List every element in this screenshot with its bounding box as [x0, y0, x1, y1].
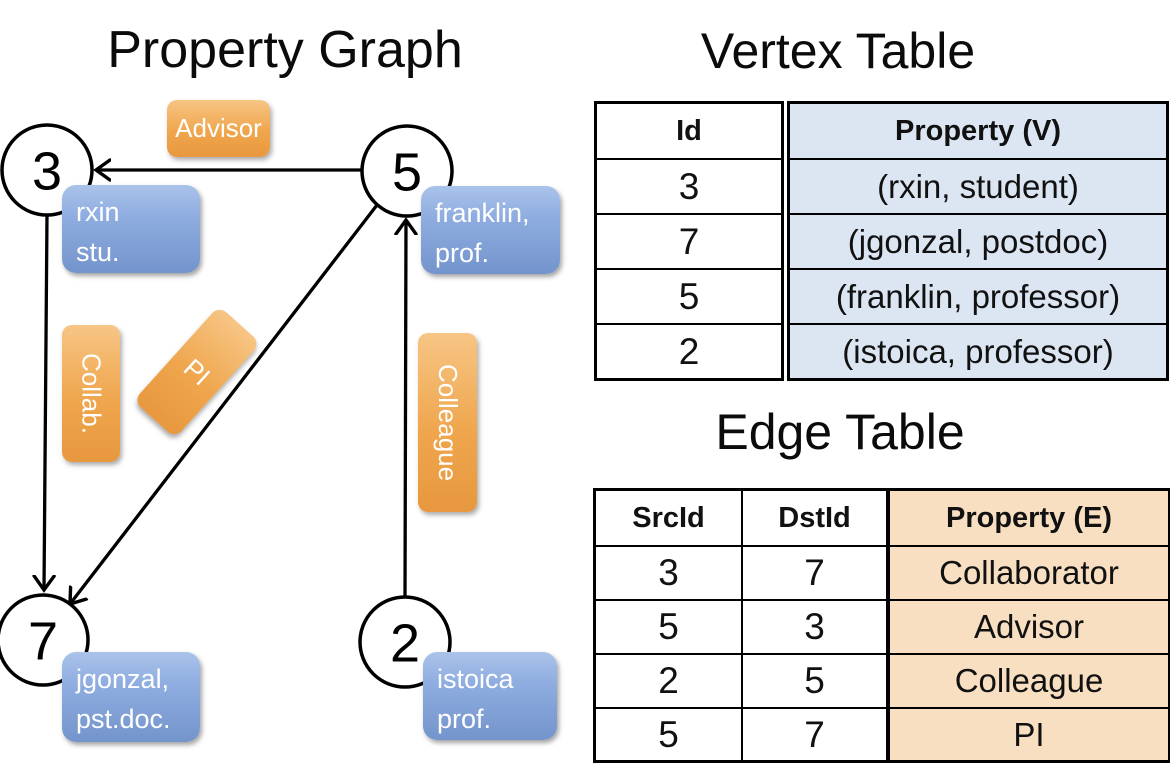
vertex-table-title: Vertex Table	[700, 23, 976, 79]
node-id-2: 2	[390, 613, 420, 673]
node-property-line1: jgonzal,	[76, 664, 170, 694]
edge-table-title: Edge Table	[715, 404, 965, 460]
node-property-line2: stu.	[76, 237, 120, 267]
edge-dst-cell: 7	[741, 707, 886, 760]
property-graph-title: Property Graph	[107, 21, 463, 79]
node-property-line2: pst.doc.	[76, 704, 171, 734]
vertex-header-id: Id	[676, 114, 702, 147]
vertex-id-cell: 5	[597, 268, 781, 323]
node-property-line1: istoica	[437, 664, 514, 694]
vertex-id-cell: 2	[597, 323, 781, 378]
edge-pi-5-to-7	[70, 203, 379, 604]
edge-header-property: Property (E)	[890, 491, 1168, 545]
edge-label-advisor: Advisor	[167, 100, 270, 157]
vertex-table-id-column: Id 3 7 5 2	[594, 101, 784, 381]
edge-src-cell: 2	[596, 653, 741, 707]
node-property-box-2: istoica prof.	[423, 652, 557, 740]
vertex-header-property: Property (V)	[790, 104, 1166, 158]
graph-canvas: 3 5 7 2	[0, 123, 454, 689]
edge-src-cell: 5	[596, 599, 741, 653]
vertex-property-cell: (jgonzal, postdoc)	[790, 213, 1166, 268]
edge-label-advisor-text: Advisor	[175, 113, 262, 143]
edge-table-id-columns: SrcId DstId 3 7 5 3 2 5 5 7	[593, 488, 889, 763]
edge-label-collab-text: Collab.	[76, 353, 107, 434]
node-property-line2: prof.	[437, 704, 492, 734]
node-property-box-7: jgonzal, pst.doc.	[62, 652, 200, 742]
edge-label-pi-text: PI	[178, 352, 217, 391]
edge-src-cell: 5	[596, 707, 741, 760]
edge-dst-cell: 5	[741, 653, 886, 707]
node-property-line1: franklin,	[435, 198, 530, 228]
edge-property-cell: Collaborator	[890, 545, 1168, 599]
node-id-5: 5	[392, 142, 422, 202]
node-property-line1: rxin	[76, 197, 120, 227]
vertex-property-cell: (rxin, student)	[790, 158, 1166, 213]
node-id-7: 7	[28, 611, 58, 671]
edge-src-cell: 3	[596, 545, 741, 599]
edge-collab-3-to-7	[44, 214, 47, 590]
node-id-3: 3	[32, 141, 62, 201]
edge-property-cell: PI	[890, 707, 1168, 760]
node-property-box-3: rxin stu.	[62, 185, 200, 273]
edge-label-collab: Collab.	[62, 325, 120, 462]
edge-dst-cell: 3	[741, 599, 886, 653]
edge-property-cell: Advisor	[890, 599, 1168, 653]
edge-dst-cell: 7	[741, 545, 886, 599]
edge-colleague-2-to-5	[405, 220, 406, 599]
edge-header-dstid: DstId	[741, 491, 886, 545]
vertex-property-cell: (franklin, professor)	[790, 268, 1166, 323]
vertex-id-cell: 7	[597, 213, 781, 268]
edge-property-cell: Colleague	[890, 653, 1168, 707]
edge-label-colleague-text: Colleague	[433, 363, 463, 482]
node-property-box-5: franklin, prof.	[421, 186, 560, 274]
node-property-line2: prof.	[435, 238, 490, 268]
vertex-property-cell: (istoica, professor)	[790, 323, 1166, 378]
vertex-table-property-column: Property (V) (rxin, student) (jgonzal, p…	[787, 101, 1169, 381]
edge-header-srcid: SrcId	[632, 501, 705, 534]
edge-table-property-column: Property (E) Collaborator Advisor Collea…	[887, 488, 1170, 763]
edge-label-colleague: Colleague	[418, 333, 477, 512]
vertex-id-cell: 3	[597, 158, 781, 213]
